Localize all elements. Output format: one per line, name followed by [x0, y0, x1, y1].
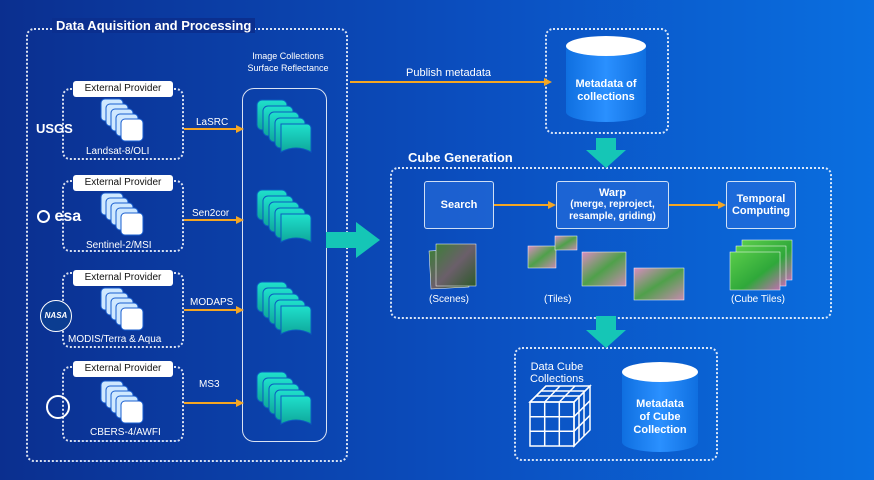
metadata-cube-line2: of Cube — [639, 411, 681, 423]
temporal-line1: Temporal — [736, 193, 786, 205]
publish-metadata-arrow — [350, 78, 552, 86]
cube-generation-title: Cube Generation — [408, 150, 513, 165]
metadata-collections-line1: Metadata of — [575, 78, 637, 90]
processor-label-lasrc: LaSRC — [196, 117, 229, 128]
image-collections-title: Image Collections Surface Reflectance — [236, 50, 340, 74]
sensor-label-modis: MODIS/Terra & Aqua — [68, 334, 162, 345]
collection-stack-3 — [256, 281, 312, 335]
collection-stack-2 — [256, 189, 312, 243]
metadata-cube-line3: Collection — [633, 424, 687, 436]
warp-line2: (merge, reproject, — [570, 199, 655, 210]
data-cube-line2: Collections — [530, 373, 584, 385]
warp-box: Warp (merge, reproject, resample, gridin… — [556, 181, 669, 229]
processor-arrows — [184, 125, 244, 407]
metadata-collections-cylinder — [566, 36, 646, 122]
esa-logo: esa — [37, 208, 81, 226]
external-provider-button-esa: External Provider — [73, 175, 173, 191]
processor-label-sen2cor: Sen2cor — [192, 208, 230, 219]
metadata-collections-label: Metadata of collections — [566, 78, 646, 104]
provider-stack-inpe — [100, 380, 144, 424]
cube-flow-arrows — [494, 201, 726, 209]
image-collections-line2: Surface Reflectance — [247, 63, 329, 73]
inpe-logo: inpe — [46, 395, 70, 419]
provider-stack-nasa — [100, 287, 144, 331]
search-label: Search — [440, 199, 478, 211]
provider-stack-esa — [100, 192, 144, 236]
metadata-cube-line1: Metadata — [636, 398, 684, 410]
data-cube-grid-icon — [528, 384, 592, 448]
tiles-label: (Tiles) — [544, 294, 572, 305]
cube-to-output-arrow — [586, 316, 626, 348]
esa-logo-mark — [37, 210, 50, 224]
external-provider-button-inpe: External Provider — [73, 361, 173, 377]
cube-tiles-label: (Cube Tiles) — [731, 294, 785, 305]
processor-label-modaps: MODAPS — [190, 297, 234, 308]
scenes-label: (Scenes) — [429, 294, 470, 305]
sensor-label-sentinel: Sentinel-2/MSI — [86, 240, 152, 251]
cube-tiles-images — [729, 239, 793, 291]
search-box: Search — [424, 181, 494, 229]
tiles-images — [527, 235, 685, 301]
warp-line1: Warp — [598, 187, 627, 199]
output-panel — [514, 347, 718, 461]
metadata-collections-line2: collections — [577, 91, 635, 103]
sensor-label-landsat: Landsat-8/OLI — [86, 146, 150, 157]
metadata-cube-label: Metadata of Cube Collection — [622, 398, 698, 437]
external-provider-button-nasa: External Provider — [73, 270, 173, 286]
image-collections-panel — [242, 88, 327, 442]
nasa-logo-text: NASA — [44, 311, 68, 320]
usgs-logo-text: USGS — [36, 121, 73, 136]
nasa-logo: NASA — [40, 300, 72, 332]
collection-stack-4 — [256, 371, 312, 425]
collection-stack-1 — [256, 99, 312, 153]
sensor-label-cbers: CBERS-4/AWFI — [90, 427, 161, 438]
data-cube-line1: Data Cube — [530, 361, 584, 373]
processor-label-ms3: MS3 — [199, 379, 220, 390]
usgs-logo: USGS — [36, 121, 73, 136]
to-cube-generation-arrow — [326, 222, 380, 258]
provider-stack-usgs — [100, 98, 144, 142]
temporal-box: Temporal Computing — [726, 181, 796, 229]
external-provider-button-usgs: External Provider — [73, 81, 173, 97]
metadata-cube-cylinder — [622, 362, 698, 452]
temporal-line2: Computing — [731, 205, 791, 217]
publish-metadata-label: Publish metadata — [406, 67, 491, 79]
image-collections-line1: Image Collections — [252, 51, 324, 61]
warp-line3: resample, griding) — [569, 211, 656, 222]
data-cube-collections-label: Data Cube Collections — [530, 361, 584, 385]
metadata-to-cube-arrow — [586, 138, 626, 168]
scenes-images — [428, 243, 477, 290]
acquisition-title: Data Aquisition and Processing — [52, 18, 256, 33]
esa-logo-text: esa — [54, 208, 82, 225]
